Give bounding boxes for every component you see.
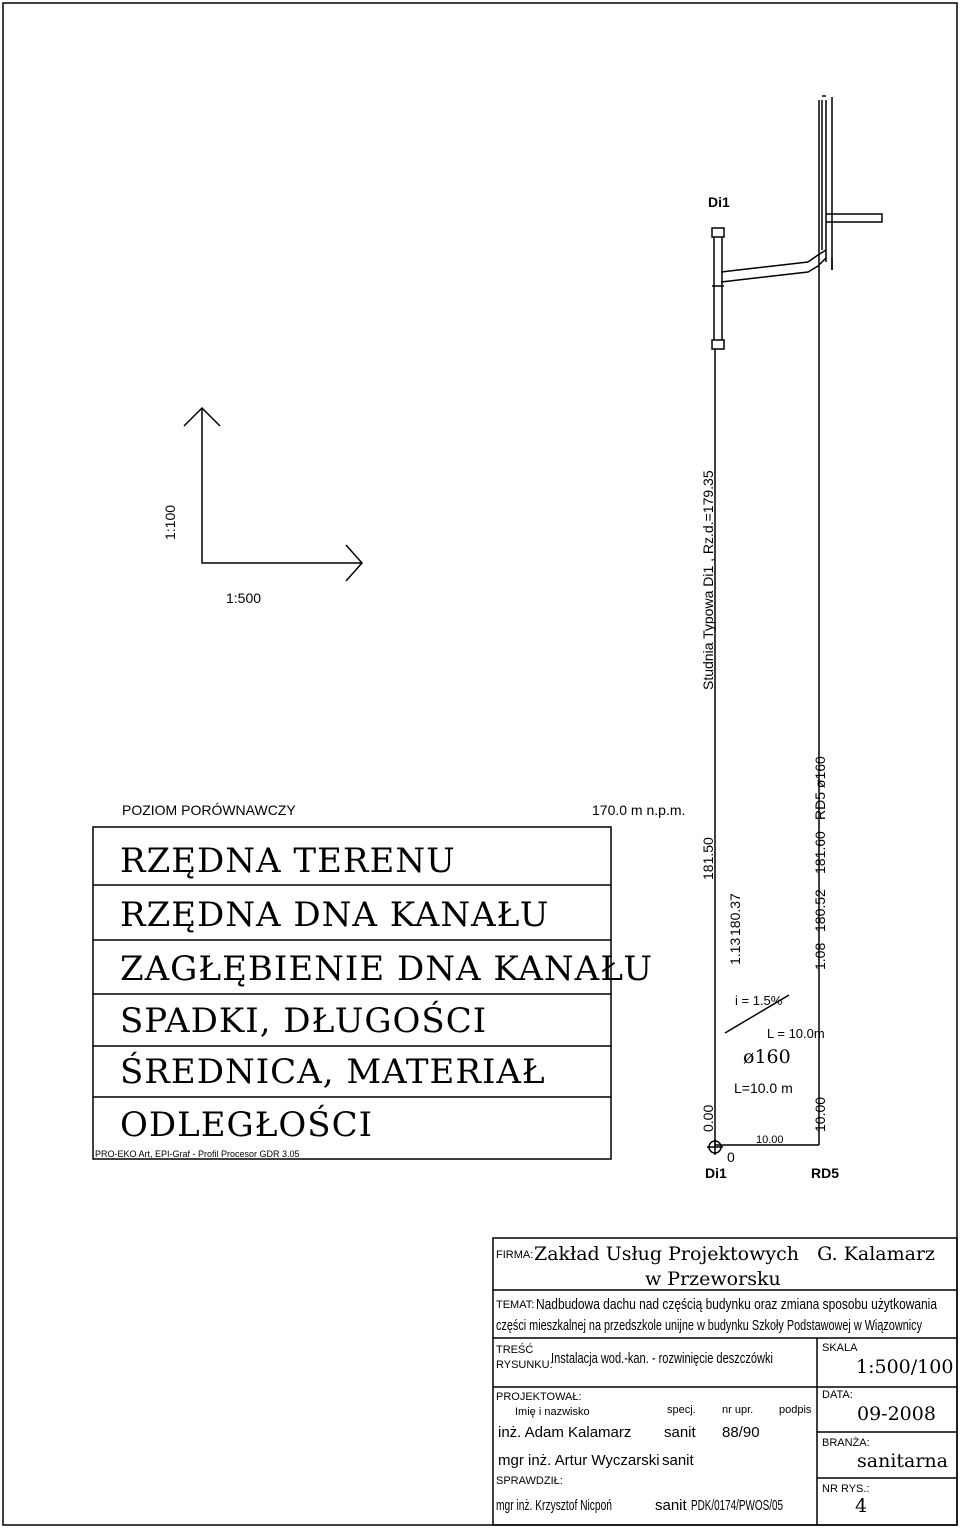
col-nr-header: nr upr. xyxy=(722,1404,753,1416)
start-node-depth: 1.13 xyxy=(727,938,743,965)
legend-row-invert: RZĘDNA DNA KANAŁU xyxy=(120,895,549,935)
vertical-scale-label: 1:100 xyxy=(162,505,178,540)
end-node-invert: 180.52 xyxy=(812,889,828,932)
designer-2-spec: sanit xyxy=(662,1452,695,1469)
end-node-distance: 10.00 xyxy=(812,1097,828,1132)
segment-length: L = 10.0m xyxy=(767,1026,825,1041)
projektowal-label: PROJEKTOWAŁ: xyxy=(496,1391,582,1403)
legend-table xyxy=(92,826,612,1160)
legend-row-depth: ZAGŁĘBIENIE DNA KANAŁU xyxy=(120,949,653,989)
datum-label: POZIOM PORÓWNAWCZY xyxy=(122,802,296,818)
pipe-sketch xyxy=(711,95,883,1145)
start-node-name: Di1 xyxy=(705,1165,727,1181)
legend-row-diameter: ŚREDNICA, MATERIAŁ xyxy=(120,1051,546,1092)
col-name-header: Imię i nazwisko xyxy=(515,1406,590,1418)
sketch-node-label: Di1 xyxy=(708,194,730,210)
checker-spec: sanit xyxy=(655,1497,688,1514)
skala-label: SKALA xyxy=(822,1342,858,1354)
end-node-name: RD5 xyxy=(811,1165,839,1181)
end-node-description: RD5 ø160 xyxy=(812,756,828,820)
end-node-depth: 1.08 xyxy=(812,943,828,970)
end-node-ground: 181.60 xyxy=(812,831,828,874)
col-spec-header: specj. xyxy=(667,1404,696,1416)
nr-rys-label: NR RYS.: xyxy=(822,1483,869,1495)
legend-row-distance: ODLEGŁOŚCI xyxy=(120,1104,373,1145)
temat-line-1: Nadbudowa dachu nad częścią budynku oraz… xyxy=(536,1296,938,1313)
checker-nr: PDK/0174/PWOS/05 xyxy=(691,1497,783,1514)
start-node-description: Studnia Typowa Di1 , Rz.d.=179.35 xyxy=(700,470,716,690)
checker-name: mgr inż. Krzysztof Nicpoń xyxy=(496,1497,612,1514)
data-value: 09-2008 xyxy=(857,1403,936,1425)
scale-arrows xyxy=(183,406,364,582)
title-block-frame xyxy=(492,1237,958,1526)
segment-distance: 10.00 xyxy=(756,1134,784,1146)
tresc-label-2: RYSUNKU: xyxy=(496,1359,553,1371)
firma-label: FIRMA: xyxy=(496,1249,533,1261)
designer-1-nr: 88/90 xyxy=(722,1424,760,1441)
designer-1-name: inż. Adam Kalamarz xyxy=(498,1424,631,1441)
col-podpis-header: podpis xyxy=(779,1404,812,1416)
designer-2-name: mgr inż. Artur Wyczarski xyxy=(498,1452,660,1469)
skala-value: 1:500/100 xyxy=(856,1356,953,1378)
horizontal-scale-label: 1:500 xyxy=(226,590,261,606)
profile-lines xyxy=(707,994,819,1155)
tresc-label-1: TREŚĆ xyxy=(496,1343,533,1356)
start-node-invert: 180.37 xyxy=(727,893,743,936)
branza-value: sanitarna xyxy=(857,1450,948,1472)
tresc-value: Instalacja wod.-kan. - rozwinięcie deszc… xyxy=(551,1350,773,1367)
start-node-distance: 0.00 xyxy=(700,1105,716,1132)
software-note: PRO-EKO Art, EPI-Graf - Profil Procesor … xyxy=(95,1149,300,1159)
nr-rys-value: 4 xyxy=(855,1495,867,1517)
datum-value: 170.0 m n.p.m. xyxy=(592,802,685,818)
segment-diameter: ø160 xyxy=(743,1046,791,1068)
legend-row-slope: SPADKI, DŁUGOŚCI xyxy=(120,1000,487,1041)
designer-1-spec: sanit xyxy=(664,1424,697,1441)
branza-label: BRANŻA: xyxy=(822,1436,870,1449)
segment-slope: i = 1.5% xyxy=(735,993,783,1008)
sprawdzil-label: SPRAWDZIŁ: xyxy=(496,1475,563,1487)
firma-line-1: Zakład Usług Projektowych G. Kalamarz xyxy=(534,1243,935,1265)
data-label: DATA: xyxy=(822,1389,853,1401)
start-node-ground: 181.50 xyxy=(700,837,716,880)
station-zero: 0 xyxy=(727,1149,735,1165)
temat-label: TEMAT: xyxy=(496,1299,534,1311)
legend-row-ground: RZĘDNA TERENU xyxy=(120,841,456,881)
segment-length-total: L=10.0 m xyxy=(734,1080,793,1096)
firma-line-2: w Przeworsku xyxy=(645,1268,781,1290)
temat-line-2: części mieszkalnej na przedszkole unijne… xyxy=(496,1317,922,1334)
